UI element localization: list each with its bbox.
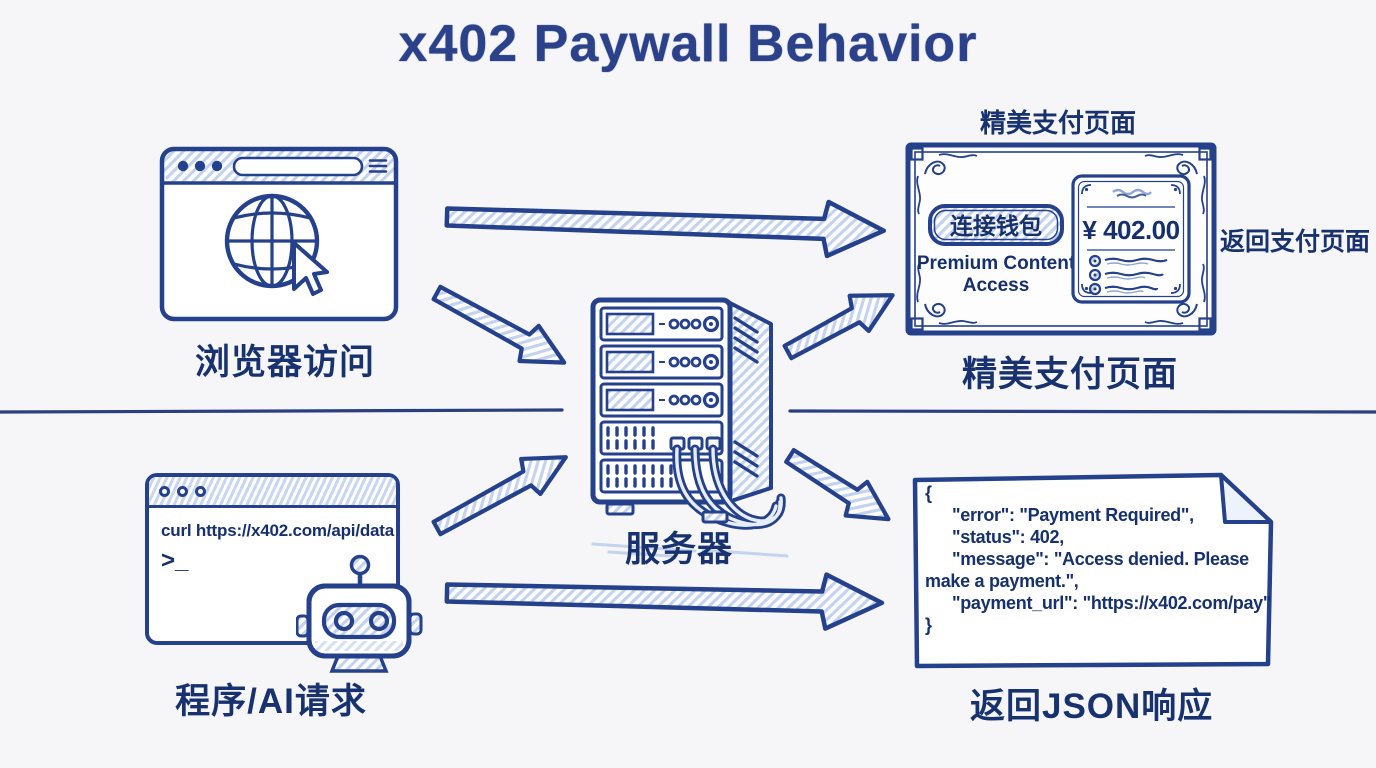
json-line: } — [925, 615, 932, 635]
server-icon — [590, 297, 789, 558]
page-title: x402 Paywall Behavior — [398, 15, 978, 73]
paywall-page: 连接钱包 Premium Content Access ¥ 402.00 — [905, 142, 1217, 336]
paywall-annotation-right: 返回支付页面 — [1220, 228, 1371, 256]
connect-wallet-label: 连接钱包 — [950, 213, 1042, 239]
paywall-subtitle-line1: Premium Content — [917, 253, 1076, 274]
json-document: { "error": "Payment Required", "status":… — [905, 468, 1277, 670]
invoice-card: ¥ 402.00 — [1071, 174, 1191, 304]
json-line: "error": "Payment Required", — [952, 505, 1194, 525]
divider-line-left — [0, 408, 564, 414]
divider-line-right — [788, 409, 1376, 414]
server-shadow — [591, 542, 789, 558]
server-foot — [701, 510, 729, 524]
json-code-block: { "error": "Payment Required", "status":… — [925, 482, 1271, 636]
invoice-title-scribble — [1112, 188, 1152, 199]
robot-eye-right — [368, 610, 390, 632]
terminal-prompt: >_ — [161, 547, 189, 574]
browser-window — [159, 146, 399, 322]
window-controls-icon — [177, 160, 223, 172]
robot-icon — [296, 554, 423, 673]
invoice-price: ¥ 402.00 — [1082, 215, 1179, 245]
cursor-icon — [292, 241, 329, 296]
paywall-subtitle-line2: Access — [963, 275, 1030, 296]
arrow-server-to-paywall — [782, 293, 895, 361]
terminal-caption: 程序/AI请求 — [175, 682, 367, 721]
server-rack-units — [599, 306, 724, 494]
terminal-titlebar — [149, 477, 396, 508]
server-caption: 服务器 — [624, 530, 733, 569]
address-bar[interactable] — [232, 156, 364, 177]
arrow-terminal-to-json — [444, 572, 885, 631]
robot-antenna — [349, 554, 371, 576]
robot-ear-left — [296, 614, 310, 638]
connect-wallet-button[interactable]: 连接钱包 — [928, 204, 1064, 246]
json-caption: 返回JSON响应 — [970, 687, 1214, 726]
json-line: "message": "Access denied. Please — [952, 549, 1249, 569]
window-control-dot — [159, 485, 170, 497]
server-foot — [605, 502, 635, 516]
robot-eye-left — [333, 610, 355, 632]
terminal-command: curl https://x402.com/api/data — [161, 521, 395, 540]
arrow-terminal-to-server — [431, 455, 568, 537]
json-line: make a payment.", — [925, 571, 1079, 591]
arrow-browser-to-paywall — [444, 199, 887, 259]
menu-icon[interactable] — [368, 159, 388, 173]
server-side-vents — [733, 316, 759, 478]
robot-ear-right — [408, 612, 423, 636]
page-curl-icon — [1219, 473, 1273, 524]
json-document-outline — [912, 472, 1274, 669]
json-line: { — [925, 483, 932, 503]
browser-caption: 浏览器访问 — [194, 343, 375, 382]
json-line: "payment_url": "https://x402.com/pay" — [952, 593, 1272, 613]
paywall-caption: 精美支付页面 — [961, 355, 1178, 394]
arrow-browser-to-server — [431, 284, 567, 365]
invoice-line-items — [1088, 254, 1168, 296]
json-line: "status": 402, — [952, 527, 1064, 547]
window-control-dot — [195, 485, 206, 497]
paywall-annotation-top: 精美支付页面 — [979, 108, 1136, 138]
window-control-dot — [177, 485, 188, 497]
arrow-server-to-json — [784, 448, 891, 522]
